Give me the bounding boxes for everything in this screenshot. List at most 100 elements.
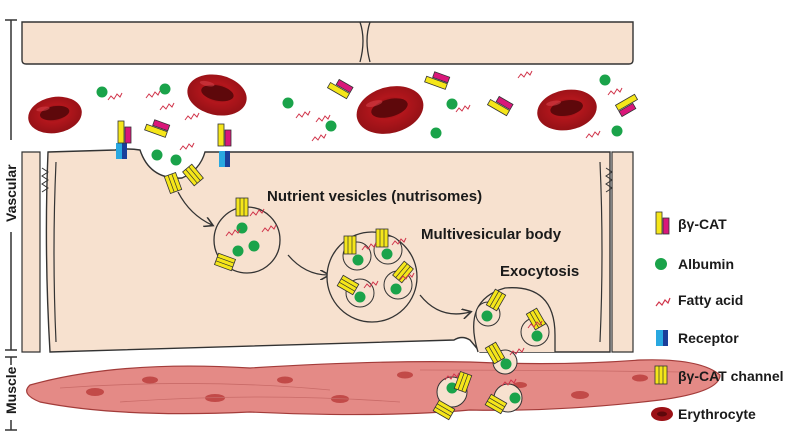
legend-item-erythrocyte: Erythrocyte	[651, 406, 756, 422]
exocytosis-label: Exocytosis	[500, 263, 579, 280]
albumin	[232, 245, 244, 257]
receptor-half	[225, 151, 230, 167]
albumin	[282, 97, 294, 109]
albumin	[481, 310, 493, 322]
albumin	[509, 392, 521, 404]
fatty-acid	[585, 130, 601, 139]
legend-item-channel: βγ-CAT channel	[654, 365, 784, 385]
albumin	[248, 240, 260, 252]
fatty-acid	[107, 92, 123, 101]
albumin	[381, 248, 393, 260]
receptor-half	[122, 143, 127, 159]
bgcat-channel	[182, 163, 204, 187]
vascular-label: Vascular	[3, 164, 19, 222]
albumin	[96, 86, 108, 98]
legend-item-receptor: Receptor	[656, 330, 739, 346]
bgcat-channel	[453, 370, 473, 394]
fatty-acid	[391, 237, 407, 246]
bgcat-complex	[326, 78, 354, 100]
bgcat-complex	[217, 123, 232, 147]
fatty-acid	[311, 133, 327, 142]
fatty-acid	[607, 87, 623, 96]
bgcat-channel	[343, 235, 357, 255]
fatty-acid	[184, 112, 200, 121]
molecule-layer	[28, 70, 639, 421]
bgcat-channel	[163, 171, 183, 195]
legend-label-fatty-acid: Fatty acid	[678, 292, 743, 308]
legend-label-channel: βγ-CAT channel	[678, 368, 784, 384]
legend-item-bgcat: βγ-CAT	[655, 211, 727, 235]
bgcat-channel	[485, 288, 507, 312]
flow-arrows	[177, 191, 470, 314]
bgcat-channel	[375, 228, 389, 248]
fatty-acid	[361, 242, 377, 251]
albumin	[446, 382, 458, 394]
erythrocyte	[537, 89, 597, 131]
legend-label-bgcat: βγ-CAT	[678, 216, 727, 232]
multivesicular-body-label: Multivesicular body	[421, 226, 562, 243]
receptor	[116, 143, 122, 159]
erythrocyte	[28, 96, 82, 134]
albumin	[151, 149, 163, 161]
bgcat-complex	[424, 71, 451, 90]
exocytosis-pocket	[473, 287, 556, 375]
albumin	[170, 154, 182, 166]
bgcat-complex	[614, 93, 639, 118]
legend-item-fatty-acid: Fatty acid	[655, 292, 743, 308]
albumin	[430, 127, 442, 139]
fatty-acid	[261, 224, 277, 233]
fatty-acid	[295, 110, 311, 119]
bgcat-complex	[117, 120, 132, 144]
muscle-label: Muscle	[3, 366, 19, 414]
fatty-acid	[159, 102, 175, 111]
bgcat-channel	[213, 252, 237, 272]
top-cell-layer	[21, 21, 634, 65]
bgcat-complex	[144, 119, 171, 138]
fatty-acid	[517, 70, 533, 79]
fatty-acid	[225, 228, 241, 237]
fatty-acid	[363, 280, 379, 289]
albumin	[390, 283, 402, 295]
albumin	[325, 120, 337, 132]
fatty-acid-icon	[655, 297, 671, 307]
albumin	[599, 74, 611, 86]
legend-label-receptor: Receptor	[678, 330, 739, 346]
fatty-acid	[444, 372, 460, 381]
receptor	[219, 151, 225, 167]
endothelial-cell	[21, 148, 634, 353]
fatty-acid	[509, 347, 525, 356]
fatty-acid	[249, 208, 265, 217]
erythrocyte-icon	[651, 407, 673, 421]
bgcat-channel	[432, 399, 456, 421]
bgcat-complex	[486, 95, 514, 117]
albumin	[611, 125, 623, 137]
bgcat-channel	[336, 274, 360, 296]
nutrient-vesicles-label: Nutrient vesicles (nutrisomes)	[267, 188, 482, 205]
legend-label-erythrocyte: Erythrocyte	[678, 406, 756, 422]
side-scale-bar	[5, 19, 17, 431]
bgcat-icon	[655, 211, 663, 235]
albumin	[446, 98, 458, 110]
fatty-acid	[179, 142, 195, 151]
legend: βγ-CAT Albumin Fatty acid Receptor βγ-CA…	[651, 211, 784, 422]
albumin	[531, 330, 543, 342]
legend-item-albumin: Albumin	[655, 256, 734, 272]
fatty-acid	[455, 104, 471, 113]
albumin	[159, 83, 171, 95]
fatty-acid	[315, 114, 331, 123]
fatty-acid	[527, 320, 543, 329]
bgcat-channel	[484, 341, 506, 365]
receptor-icon	[656, 330, 663, 346]
albumin-icon	[655, 258, 667, 270]
bgcat-channel	[235, 197, 249, 217]
albumin	[352, 254, 364, 266]
bgcat-channel-icon	[654, 365, 668, 385]
erythrocyte	[187, 74, 247, 116]
bgcat-channel	[484, 393, 508, 415]
albumin	[354, 291, 366, 303]
erythrocyte	[356, 86, 424, 134]
fatty-acid	[145, 90, 161, 99]
legend-label-albumin: Albumin	[678, 256, 734, 272]
albumin	[500, 358, 512, 370]
